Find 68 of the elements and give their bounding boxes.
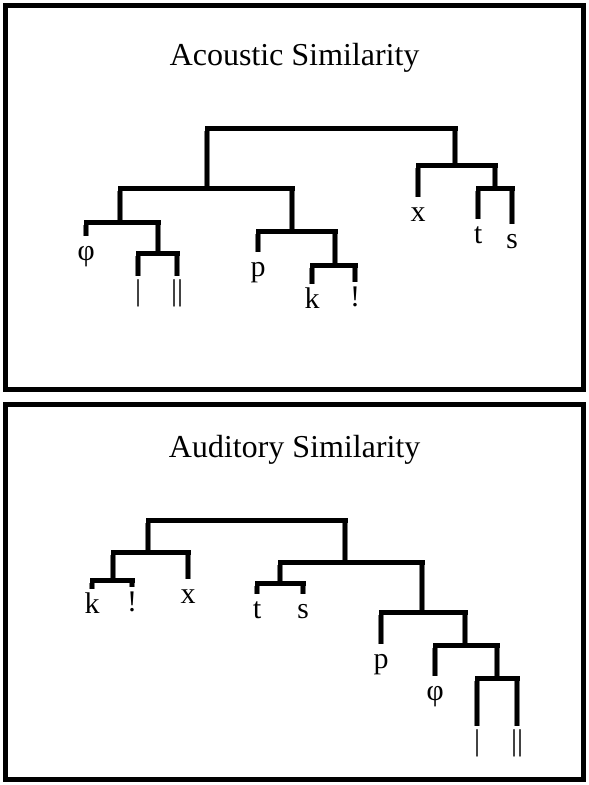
panel-frame [3,402,586,782]
leaf-label: x [398,197,438,227]
tree-link [452,131,458,163]
tree-link [156,225,160,251]
dendrogram-bar [378,610,468,615]
tree-link [342,523,348,560]
leaf-label: p [361,644,401,674]
tree-link [174,256,180,276]
tree-link [332,234,338,263]
dendrogram-bar [84,220,160,225]
tree-link [432,648,438,676]
tree-link [462,615,468,643]
leaf-label: || [497,726,537,756]
leaf-label: | [118,276,158,306]
tree-link [494,648,500,676]
dendrogram-bar [204,126,458,131]
tree-link [90,583,94,589]
dendrogram-bar [110,550,190,555]
tree-link [510,191,514,224]
tree-link [514,681,520,726]
tree-link [474,681,480,726]
tree-link [378,615,384,644]
panel-frame [3,3,586,392]
tree-link [300,586,306,594]
dendrogram-bar [136,251,180,256]
leaf-label: φ [66,236,106,266]
tree-link [352,268,358,282]
tree-link [118,191,122,220]
tree-link [84,225,88,236]
leaf-label: φ [415,676,455,706]
tree-link [204,131,210,186]
dendrogram-bar [432,643,500,648]
leaf-label: s [283,594,323,624]
tree-link [290,191,294,229]
dendrogram-bar [310,263,358,268]
leaf-label: k [72,589,112,619]
panel-title: Auditory Similarity [168,427,422,466]
tree-link [146,523,150,550]
leaf-label: | [457,726,497,756]
dendrogram-bar [256,229,338,234]
tree-link [416,168,420,197]
dendrogram-bar [474,676,520,681]
leaf-label: p [238,252,278,282]
dendrogram-bar [476,186,514,191]
dendrogram-bar [416,163,498,168]
leaf-label: t [237,594,277,624]
panel-title: Acoustic Similarity [168,35,420,74]
leaf-label: || [157,276,197,306]
leaf-label: ! [112,587,152,617]
tree-link [110,555,116,578]
tree-link [310,268,314,284]
dendrogram-bar [254,581,306,586]
leaf-label: x [168,579,208,609]
dendrogram-bar [118,186,294,191]
leaf-label: k [292,284,332,314]
dendrogram-bar [278,560,424,565]
tree-link [256,234,260,252]
tree-link [136,256,140,276]
tree-link [254,586,260,594]
tree-link [186,555,190,579]
tree-link [476,191,480,219]
tree-link [130,583,134,587]
dendrogram-bar [146,518,348,523]
tree-link [420,565,424,610]
dendrogram-bar [90,578,134,583]
tree-link [492,168,498,186]
leaf-label: ! [335,282,375,312]
tree-link [278,565,282,581]
